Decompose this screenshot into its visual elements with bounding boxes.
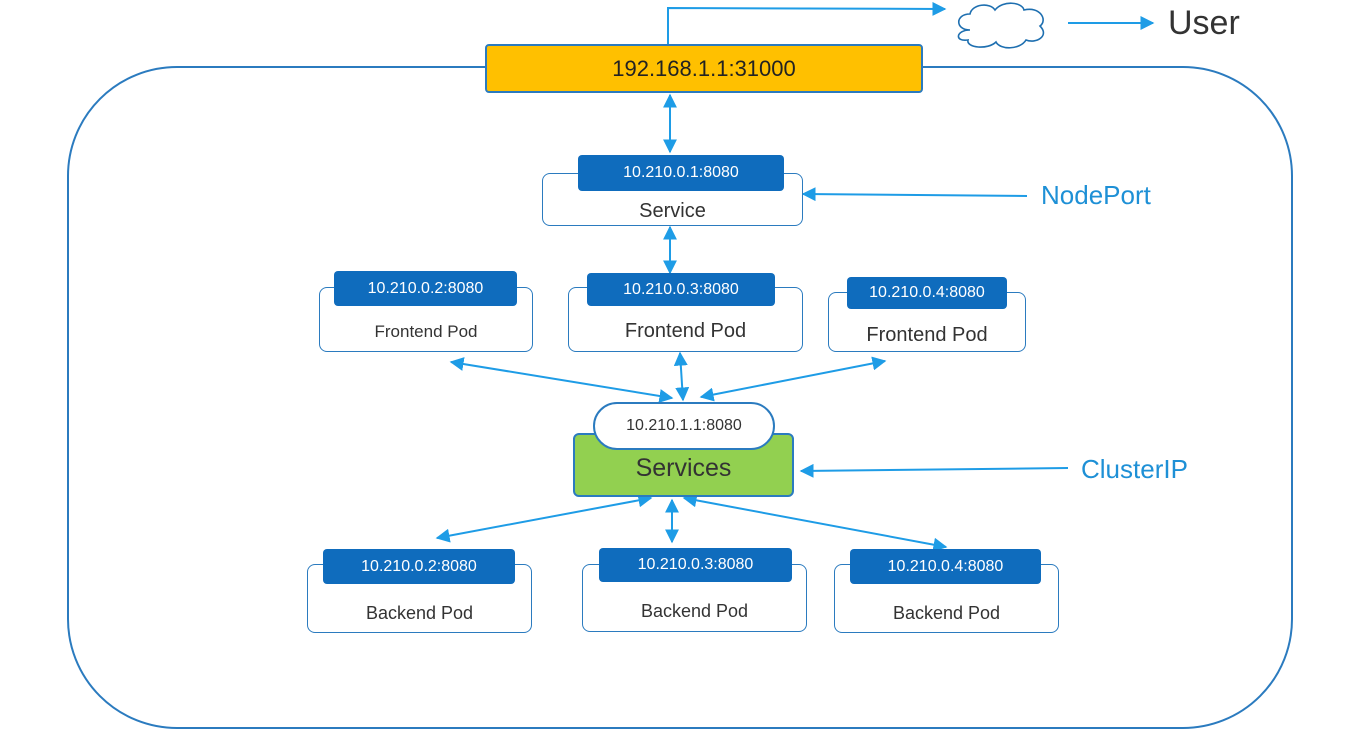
clusterip-ip-tag: 10.210.1.1:8080 — [593, 402, 775, 450]
arrow-clusterip-label — [799, 463, 1069, 478]
arrow-node-to-cloud — [667, 1, 947, 44]
arrow-frontend2-services — [673, 351, 690, 402]
backend-pod-1-name: Backend Pod — [365, 603, 474, 623]
cloud-icon — [957, 2, 1045, 49]
frontend-pod-2-name: Frontend Pod — [624, 320, 747, 342]
arrow-services-backend3 — [682, 493, 948, 552]
frontend-pod-3-name: Frontend Pod — [866, 324, 988, 346]
arrow-frontend3-services — [699, 356, 887, 402]
backend-pod-3-ip: 10.210.0.4:8080 — [850, 549, 1041, 584]
frontend-pod-3-ip: 10.210.0.4:8080 — [847, 277, 1007, 309]
node-address-bar: 192.168.1.1:31000 — [485, 44, 923, 93]
user-label: User — [1168, 4, 1240, 42]
nodeport-label: NodePort — [1041, 180, 1151, 210]
frontend-pod-1-name: Frontend Pod — [374, 322, 478, 341]
backend-pod-1-ip: 10.210.0.2:8080 — [323, 549, 515, 584]
clusterip-label: ClusterIP — [1081, 454, 1188, 484]
nodeport-ip-tag: 10.210.0.1:8080 — [578, 155, 784, 191]
backend-pod-2-name: Backend Pod — [640, 601, 749, 621]
arrow-services-backend1 — [435, 493, 653, 543]
arrow-nodeport-label — [801, 187, 1028, 202]
backend-pod-2-ip: 10.210.0.3:8080 — [599, 548, 792, 582]
frontend-pod-1-ip: 10.210.0.2:8080 — [334, 271, 517, 306]
backend-pod-3-name: Backend Pod — [892, 603, 1001, 623]
frontend-pod-2-ip: 10.210.0.3:8080 — [587, 273, 775, 306]
arrow-frontend1-services — [449, 357, 674, 403]
nodeport-service-name: Service — [639, 200, 706, 222]
clusterip-services-name: Services — [635, 454, 732, 482]
